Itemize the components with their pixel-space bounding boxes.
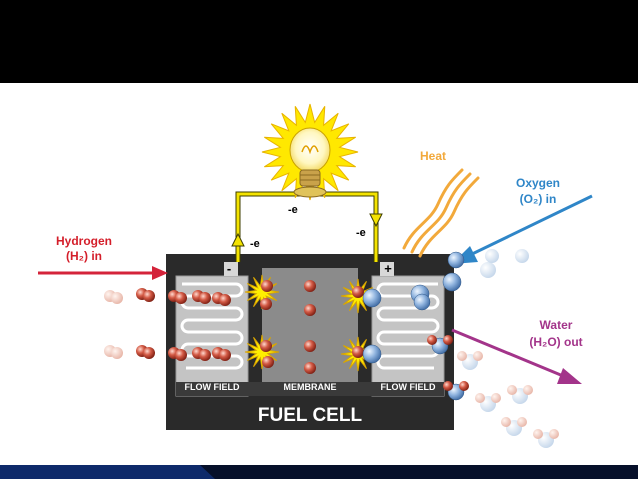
left-flow-field-plate (175, 275, 249, 397)
flow-field-left-label: FLOW FIELD (185, 382, 240, 392)
oxygen-atom (480, 262, 496, 278)
hydrogen-label-line2: (H₂) in (66, 249, 102, 263)
oxygen-label-line1: Oxygen (516, 176, 560, 190)
electron-label-top: -e (288, 204, 298, 216)
hydrogen-atom (491, 393, 501, 403)
spark-burst-icon (244, 334, 280, 370)
electron-label-right: -e (356, 227, 366, 239)
hydrogen-ion (352, 286, 364, 298)
hydrogen-atom (457, 351, 467, 361)
water-out-arrow (451, 328, 582, 384)
hydrogen-atom (219, 349, 231, 361)
bulb-base (299, 169, 321, 187)
hydrogen-atom (143, 290, 155, 302)
hydrogen-ion (352, 346, 364, 358)
hydrogen-ion (260, 340, 272, 352)
hydrogen-atom (473, 351, 483, 361)
oxygen-atom (442, 272, 462, 292)
anode-terminal (224, 262, 238, 276)
hydrogen-atom (199, 292, 211, 304)
hydrogen-atom (219, 294, 231, 306)
wire-arrow-down (369, 213, 383, 228)
hydrogen-in-arrow (38, 266, 168, 280)
electron-label-left: -e (250, 238, 260, 250)
membrane-label: MEMBRANE (284, 382, 337, 392)
hydrogen-atom (459, 381, 469, 391)
hydrogen-atom (175, 292, 187, 304)
oxygen-atom (515, 249, 529, 263)
hydrogen-atom (143, 347, 155, 359)
hydrogen-atom (443, 335, 453, 345)
hydrogen-atom (533, 429, 543, 439)
bulb-filament (301, 145, 319, 155)
wire-right (318, 192, 378, 262)
minus-sign: - (227, 261, 231, 276)
hydrogen-atom (175, 349, 187, 361)
label-strip (176, 382, 444, 396)
flow-field-right-label: FLOW FIELD (381, 382, 436, 392)
hydrogen-atom (427, 335, 437, 345)
particles-layer (104, 249, 559, 448)
hydrogen-atom (549, 429, 559, 439)
hydrogen-atom (501, 417, 511, 427)
cathode-terminal (380, 262, 394, 276)
heat-waves (402, 168, 480, 258)
proton (304, 280, 316, 292)
plus-sign: + (384, 261, 392, 276)
hydrogen-atom (517, 417, 527, 427)
right-flow-channels (376, 282, 440, 370)
water-label-line2: (H₂O) out (529, 335, 582, 349)
hydrogen-ion (262, 356, 274, 368)
hydrogen-atom (199, 349, 211, 361)
oxygen-atom (485, 249, 499, 263)
hydrogen-atom (475, 393, 485, 403)
oxygen-atom (447, 251, 465, 269)
hydrogen-atom (507, 385, 517, 395)
oxygen-label-line2: (O₂) in (520, 192, 557, 206)
hydrogen-ion (260, 298, 272, 310)
water-label-line1: Water (540, 318, 573, 332)
bulb-socket (293, 186, 327, 198)
hydrogen-atom (111, 347, 123, 359)
oxygen-atom (362, 344, 382, 364)
oxygen-atom (362, 288, 382, 308)
heat-label: Heat (420, 149, 446, 163)
proton (304, 362, 316, 374)
hydrogen-atom (443, 381, 453, 391)
light-bulb-icon (261, 103, 359, 201)
wire-arrow-up (231, 232, 245, 247)
left-flow-channels (180, 282, 244, 370)
external-circuit: -e -e -e (231, 191, 383, 262)
hydrogen-atom (523, 385, 533, 395)
oxygen-atom (413, 293, 431, 311)
proton (304, 340, 316, 352)
bottom-bar-accent (0, 465, 215, 479)
proton (304, 304, 316, 316)
spark-burst-icon (244, 274, 280, 310)
hydrogen-ion (261, 280, 273, 292)
fuel-cell-title: FUEL CELL (258, 405, 363, 426)
hydrogen-label-line1: Hydrogen (56, 234, 112, 248)
hydrogen-atom (111, 292, 123, 304)
